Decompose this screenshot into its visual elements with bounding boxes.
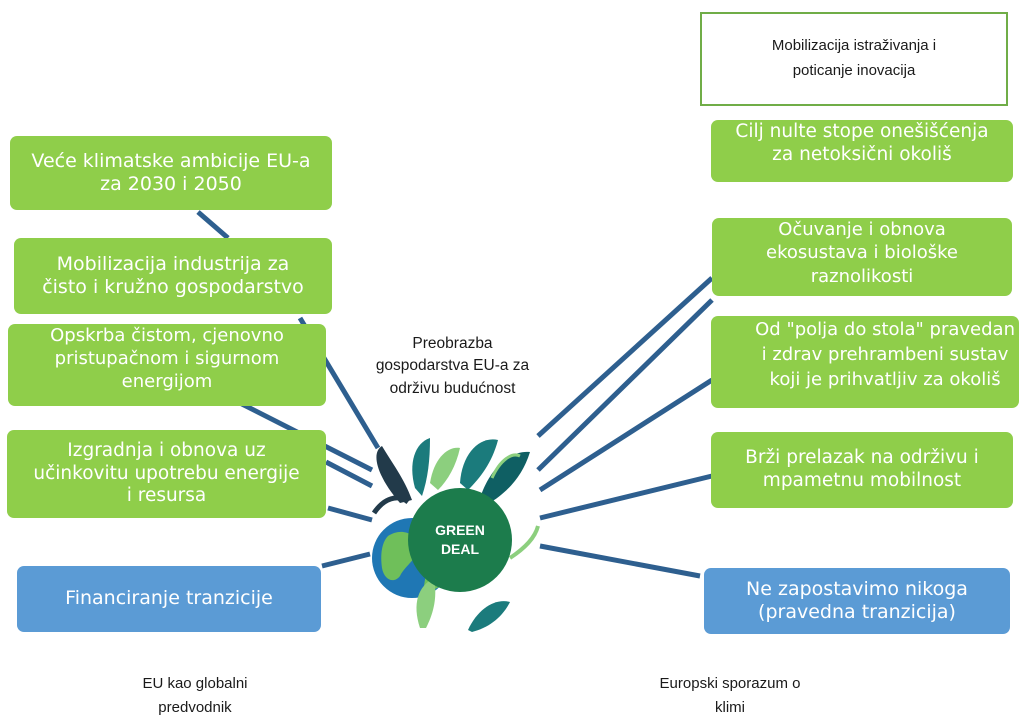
box-ecosystems: Očuvanje i obnova ekosustava i biološke … — [712, 218, 1012, 296]
box-farm-to-fork: Od "polja do stola" pravedan i zdrav pre… — [711, 316, 1019, 408]
box-zero-pollution: Cilj nulte stope onešišćenja za netoksič… — [711, 120, 1013, 182]
box-just-transition: Ne zapostavimo nikoga (pravedna tranzici… — [704, 568, 1010, 634]
label-climate-pact: Europski sporazum o klimi — [659, 675, 801, 716]
box-industry: Mobilizacija industrija za čisto i kružn… — [14, 238, 332, 314]
label-global-leader: EU kao globalni predvodnik — [142, 675, 248, 716]
logo-text-line2: DEAL — [441, 541, 480, 557]
green-deal-logo: GREEN DEAL — [371, 438, 540, 632]
box-research: Mobilizacija istraživanja i poticanje in… — [700, 12, 1008, 106]
box-mobility: Brži prelazak na održivu i mpametnu mobi… — [711, 432, 1013, 508]
connector-building-2 — [327, 505, 373, 523]
box-climate-ambition: Veće klimatske ambicije EU-a za 2030 i 2… — [10, 136, 332, 210]
leaf-icon — [371, 438, 530, 515]
connector-building — [324, 459, 374, 489]
connector-climate — [196, 210, 230, 240]
connector-farm — [538, 377, 714, 493]
logo-text-line1: GREEN — [435, 522, 485, 538]
box-energy: Opskrba čistom, cjenovno pristupačnom i … — [8, 324, 326, 406]
connector-just — [539, 543, 701, 579]
connector-finance — [321, 551, 371, 569]
connector-ecosystems — [536, 276, 714, 438]
box-financing: Financiranje tranzicije — [17, 566, 321, 632]
center-caption: Preobrazba gospodarstva EU-a za održivu … — [375, 335, 530, 397]
connector-ecosystems-2 — [536, 298, 714, 472]
box-building: Izgradnja i obnova uz učinkovitu upotreb… — [7, 430, 326, 518]
connector-mobility — [539, 473, 713, 521]
